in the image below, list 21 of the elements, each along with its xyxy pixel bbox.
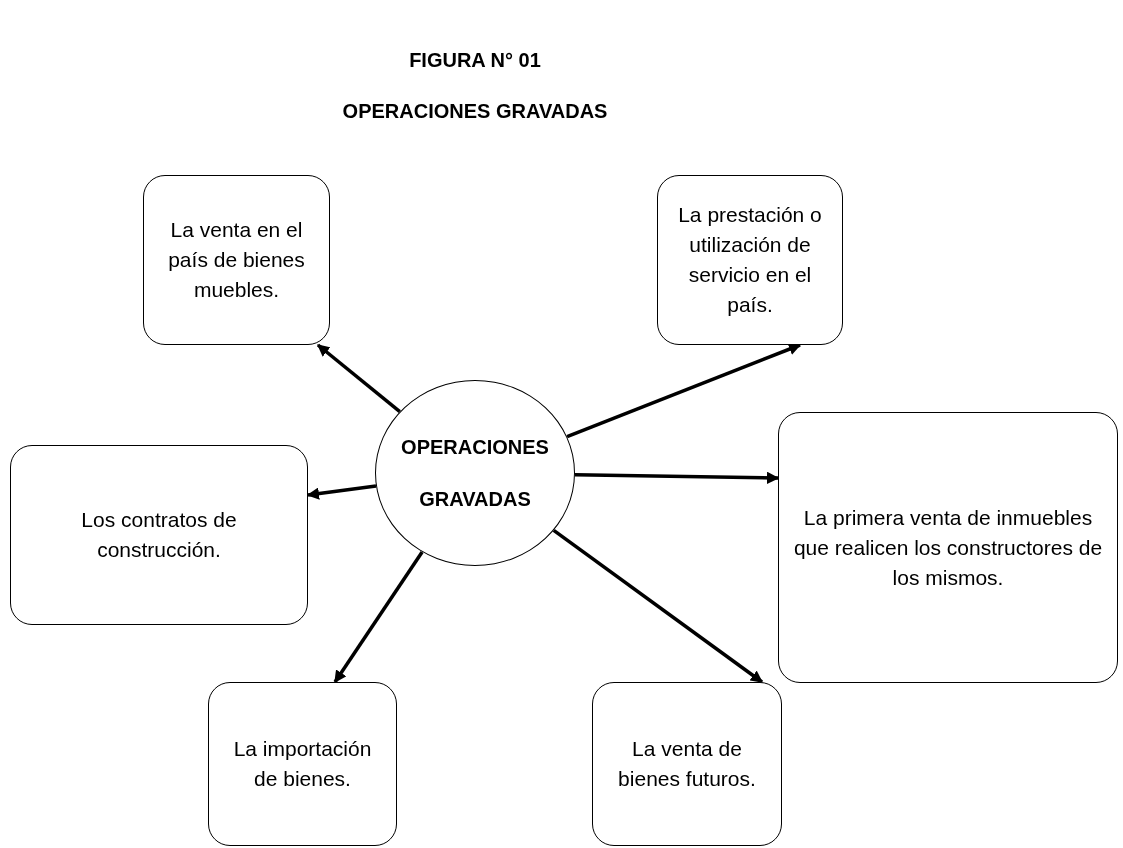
arrow: [316, 343, 401, 414]
node-text: La venta en el país de bienes muebles.: [167, 217, 306, 303]
arrow: [574, 471, 780, 484]
rounded-box: [778, 412, 1118, 683]
node-text: La venta de bienes futuros.: [617, 736, 757, 792]
rounded-box: [208, 682, 397, 846]
node-text: La importación de bienes.: [232, 736, 373, 792]
node-text: La primera venta de inmuebles que realicen los constructores de los mismos.: [792, 504, 1104, 591]
arrow: [306, 484, 377, 500]
rounded-box: [592, 682, 782, 846]
rounded-box: [657, 175, 843, 345]
node-text: La prestación o utilización de servicio en el país.: [677, 202, 823, 318]
rounded-box: [143, 175, 330, 345]
arrow: [333, 550, 424, 683]
node-text: OPERACIONES GRAVADAS: [400, 435, 550, 512]
node-text: Los contratos de construcción.: [80, 507, 238, 563]
arrow: [552, 528, 764, 684]
heading: OPERACIONES GRAVADAS: [341, 99, 609, 124]
arrow: [566, 343, 802, 439]
figure-title: FIGURA N° 01: [408, 48, 542, 73]
rounded-box: [10, 445, 308, 625]
